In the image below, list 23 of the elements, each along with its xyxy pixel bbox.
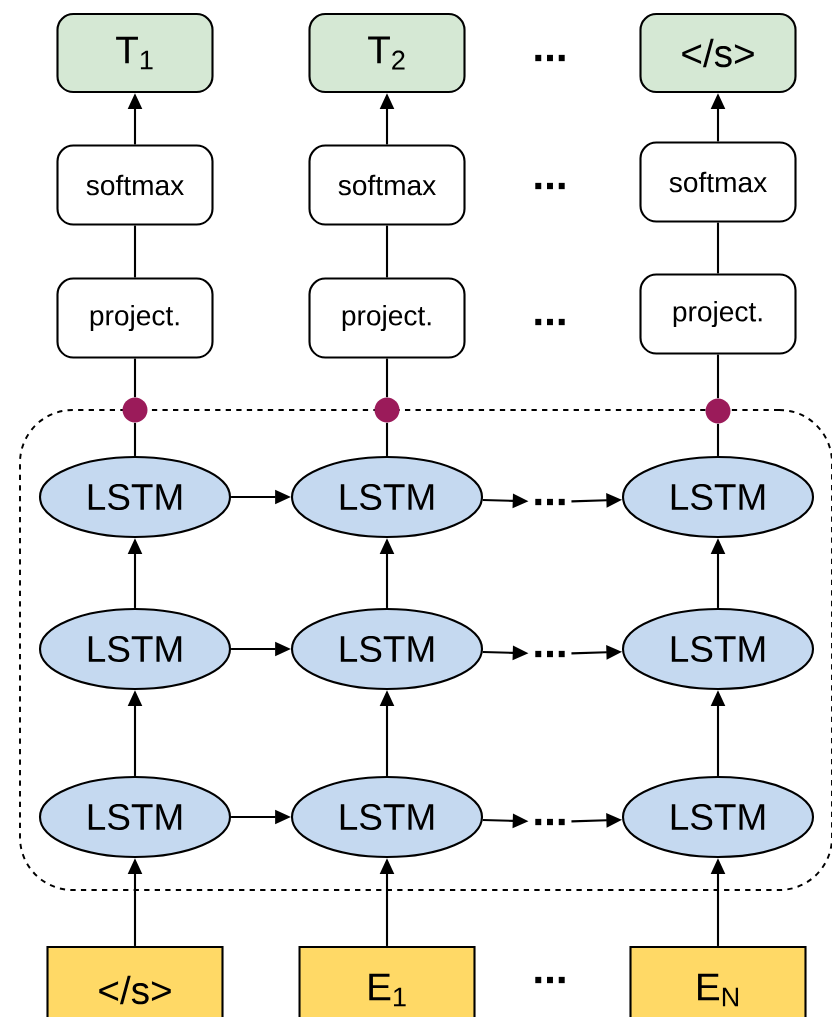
ellipsis: ... — [535, 182, 565, 190]
layer-box: softmax — [308, 144, 466, 226]
output-box: </s> — [639, 12, 797, 94]
input-box: E$_{N}$ — [629, 945, 807, 1017]
layer-box: softmax — [639, 141, 797, 223]
ellipsis: ... — [535, 54, 565, 62]
layer-box: project. — [56, 277, 214, 359]
layer-box: project. — [308, 277, 466, 359]
output-box: T$_{1}$ — [56, 12, 214, 94]
ellipsis: ... — [535, 498, 565, 506]
dashed-group-box — [19, 409, 832, 891]
input-box: </s> — [46, 945, 224, 1017]
junction-dot — [374, 397, 400, 423]
junction-dot — [122, 397, 148, 423]
ellipsis: ... — [535, 818, 565, 826]
junction-dot — [705, 398, 731, 424]
output-box: T$_{2}$ — [308, 12, 466, 94]
layer-box: softmax — [56, 144, 214, 226]
ellipsis: ... — [535, 650, 565, 658]
input-box: E$_{1}$ — [298, 945, 476, 1017]
ellipsis: ... — [535, 318, 565, 326]
ellipsis: ... — [535, 976, 565, 984]
layer-box: project. — [639, 273, 797, 355]
